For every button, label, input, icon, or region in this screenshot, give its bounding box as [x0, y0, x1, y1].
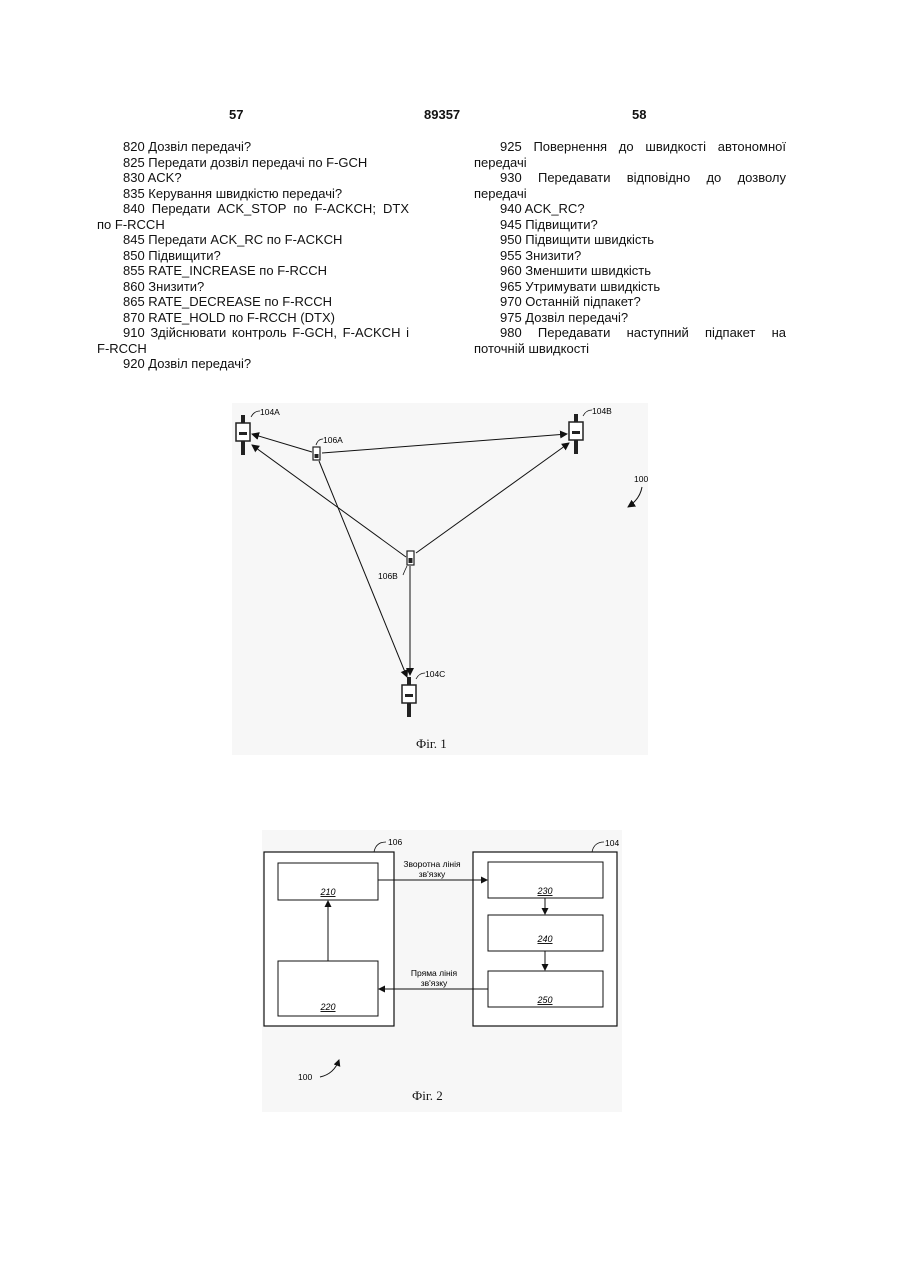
mobile-station-106a-icon: [313, 447, 320, 460]
block-210-label: 210: [319, 887, 335, 897]
mobile-station-106b-icon: [407, 551, 414, 565]
label-106b: 106B: [378, 571, 398, 581]
text-line: 980 Передавати наступний підпакет на пот…: [474, 325, 786, 356]
block-230-label: 230: [536, 886, 552, 896]
text-line: 920 Дозвіл передачі?: [97, 356, 409, 372]
text-line: 950 Підвищити швидкість: [474, 232, 786, 248]
figure-2: 106 210 220 104 230 240 250 Зворотна лін…: [262, 830, 622, 1112]
block-250-label: 250: [536, 995, 552, 1005]
text-line: 840 Передати ACK_STOP по F-ACKCH; DTX по…: [97, 201, 409, 232]
text-line: 940 ACK_RC?: [474, 201, 786, 217]
text-line: 925 Повернення до швидкості автономної п…: [474, 139, 786, 170]
page-number-right: 58: [632, 107, 646, 122]
figure-1-caption: Фіг. 1: [416, 736, 447, 752]
page-number-left: 57: [229, 107, 243, 122]
forward-link-label-line1: Пряма лінія: [411, 968, 458, 978]
text-line: 825 Передати дозвіл передачі по F-GCH: [97, 155, 409, 171]
text-line: 960 Зменшити швидкість: [474, 263, 786, 279]
left-text-column: 820 Дозвіл передачі? 825 Передати дозвіл…: [97, 139, 409, 372]
text-line: 830 ACK?: [97, 170, 409, 186]
text-line: 930 Передавати відповідно до дозволу пер…: [474, 170, 786, 201]
text-line: 975 Дозвіл передачі?: [474, 310, 786, 326]
figure-1: 104A 104B 104C 106A 106B 100 Фіг. 1: [232, 403, 648, 755]
text-line: 970 Останній підпакет?: [474, 294, 786, 310]
text-line: 870 RATE_HOLD по F-RCCH (DTX): [97, 310, 409, 326]
text-line: 865 RATE_DECREASE по F-RCCH: [97, 294, 409, 310]
right-text-column: 925 Повернення до швидкості автономної п…: [474, 139, 786, 356]
reverse-link-label-line2: зв'язку: [419, 869, 446, 879]
reverse-link-label-line1: Зворотна лінія: [403, 859, 461, 869]
text-line: 965 Утримувати швидкість: [474, 279, 786, 295]
text-line: 910 Здійснювати контроль F-GCH, F-ACKCH …: [97, 325, 409, 356]
text-line: 820 Дозвіл передачі?: [97, 139, 409, 155]
text-line: 850 Підвищити?: [97, 248, 409, 264]
text-line: 855 RATE_INCREASE по F-RCCH: [97, 263, 409, 279]
text-line: 835 Керування швидкістю передачі?: [97, 186, 409, 202]
label-100: 100: [634, 474, 648, 484]
text-line: 955 Знизити?: [474, 248, 786, 264]
label-106: 106: [388, 837, 402, 847]
label-104: 104: [605, 838, 619, 848]
label-104c: 104C: [425, 669, 445, 679]
figure-2-caption: Фіг. 2: [412, 1088, 443, 1104]
block-240: [488, 915, 603, 951]
document-number: 89357: [424, 107, 460, 122]
label-104b: 104B: [592, 406, 612, 416]
forward-link-label-line2: зв'язку: [421, 978, 448, 988]
label-100-fig2: 100: [298, 1072, 312, 1082]
text-line: 945 Підвищити?: [474, 217, 786, 233]
text-line: 845 Передати ACK_RC по F-ACKCH: [97, 232, 409, 248]
text-line: 860 Знизити?: [97, 279, 409, 295]
label-104a: 104A: [260, 407, 280, 417]
block-220-label: 220: [319, 1002, 335, 1012]
block-240-label: 240: [536, 934, 552, 944]
label-106a: 106A: [323, 435, 343, 445]
